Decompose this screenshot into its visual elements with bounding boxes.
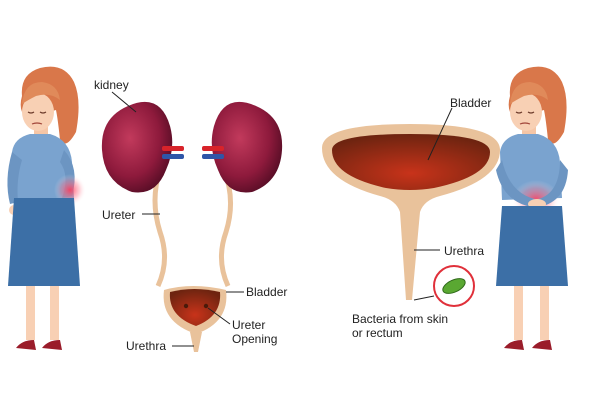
- large-bladder-interior: [332, 134, 490, 190]
- ureter-right-tube: [219, 169, 234, 288]
- bacteria-icon: [442, 278, 466, 294]
- vein-left: [162, 154, 184, 159]
- kidney-left: [101, 101, 173, 193]
- artery-left: [162, 146, 184, 151]
- large-bladder-diagram: [322, 107, 500, 307]
- label-bladder-right: Bladder: [450, 96, 492, 110]
- small-bladder-interior: [169, 289, 221, 326]
- urinary-system-diagram: [101, 91, 283, 352]
- kidney-right: [211, 101, 283, 193]
- label-bacteria: Bacteria from skin or rectum: [352, 312, 449, 340]
- bacteria-to-urethra-line: [413, 295, 435, 301]
- label-urethra-right: Urethra: [444, 244, 485, 258]
- woman-left-figure: [7, 66, 86, 350]
- label-bladder-left: Bladder: [246, 285, 288, 299]
- label-ureter: Ureter: [102, 208, 136, 222]
- ureter-opening-right: [203, 303, 209, 309]
- artery-right: [202, 146, 224, 151]
- ureter-opening-left: [183, 303, 189, 309]
- small-urethra: [190, 332, 202, 352]
- leader-ureter-opening: [207, 307, 231, 325]
- label-ureter-opening: Ureter Opening: [232, 318, 278, 346]
- leader-bladder-right: [427, 107, 453, 161]
- vein-right: [202, 154, 224, 159]
- ureter-left-tube: [152, 169, 167, 288]
- label-urethra-left: Urethra: [126, 339, 167, 353]
- leader-kidney: [111, 91, 137, 113]
- label-kidney: kidney: [94, 78, 129, 92]
- woman-right-figure: [496, 66, 568, 350]
